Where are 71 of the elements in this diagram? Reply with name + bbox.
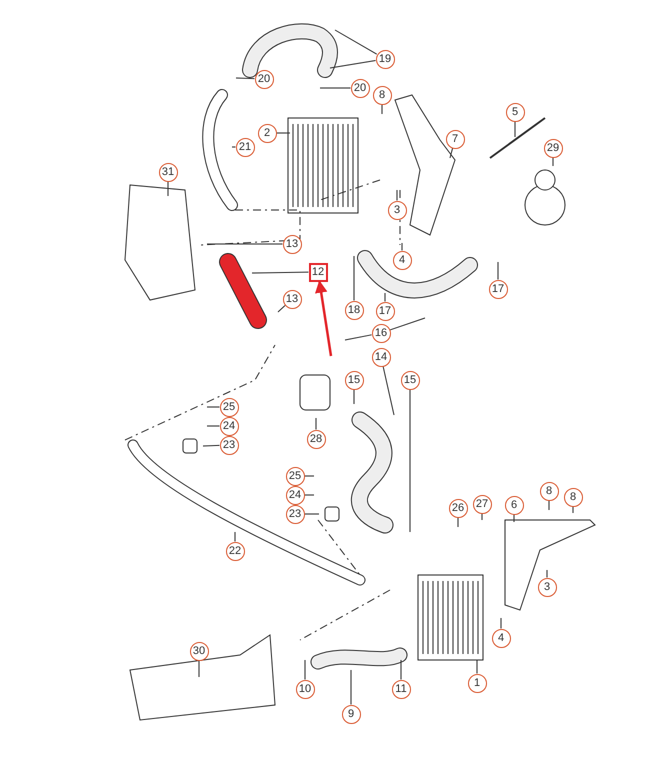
callout-number: 3 [388,200,406,220]
callout-number: 26 [448,498,468,518]
leader-line [400,660,402,680]
callout-number: 24 [220,416,238,436]
callout-number: 23 [286,504,304,524]
leader-line [198,660,200,678]
callout-number: 4 [492,628,510,648]
callout-number: 13 [282,290,302,308]
callout-number: 3 [538,578,556,596]
leader-line [350,670,352,705]
callout-number: 19 [376,50,394,68]
callout-number: 25 [220,398,238,416]
callout-number: 8 [540,482,558,500]
leader-line [390,318,426,330]
leader-line [500,618,502,629]
leader-line [330,60,376,68]
callout-number: 29 [544,138,562,158]
callout-number: 7 [446,130,464,148]
callout-number: 30 [190,642,208,660]
callout-number: 15 [400,370,420,390]
leader-line [304,660,306,680]
callout-number: 10 [296,680,314,698]
leader-line [344,334,372,340]
leader-line [252,272,309,274]
leader-line [202,444,220,446]
leader-line [206,406,220,408]
leader-line [382,366,394,416]
leader-line [278,304,286,312]
callout-number: 11 [392,680,410,698]
leader-line [232,146,236,148]
leader-line [546,570,548,578]
callout-number: 5 [506,102,524,122]
leader-line [276,132,290,134]
callout-number: 28 [306,430,326,448]
leader-line [514,121,516,138]
callout-number: 1 [468,674,486,692]
callout-number: 20 [254,70,274,88]
leader-line [548,500,550,510]
callout-number: 22 [226,542,244,560]
callout-number: 17 [376,302,394,320]
leader-line [234,532,236,542]
callout-number: 9 [342,704,360,724]
callout-number: 8 [564,488,582,506]
leader-line [236,78,255,80]
callout-number: 8 [372,86,392,104]
callout-number: 20 [350,78,370,98]
callout-number: 24 [286,486,304,504]
highlighted-callout-number: 12 [308,262,328,282]
arrow [315,280,332,356]
callout-number: 14 [372,348,390,366]
callout-number: 17 [488,280,508,298]
callout-number: 2 [258,124,276,142]
callout-number: 15 [344,370,364,390]
callout-number: 23 [220,436,238,454]
leader-line [384,292,386,302]
callout-number: 25 [286,466,304,486]
leader-line [572,506,574,514]
leader-line [476,660,478,674]
leader-line [396,190,398,201]
leader-line [334,30,378,55]
callout-number: 6 [504,496,524,514]
leader-line [304,494,314,496]
callout-number: 18 [344,300,364,320]
callout-number: 16 [372,324,390,342]
callout-number: 31 [158,162,178,182]
callout-number: 21 [236,138,254,156]
leader-line [450,148,454,158]
callout-number: 4 [392,250,412,270]
callout-number: 27 [472,494,492,514]
callout-number: 13 [282,234,302,254]
leader-line [552,157,554,166]
